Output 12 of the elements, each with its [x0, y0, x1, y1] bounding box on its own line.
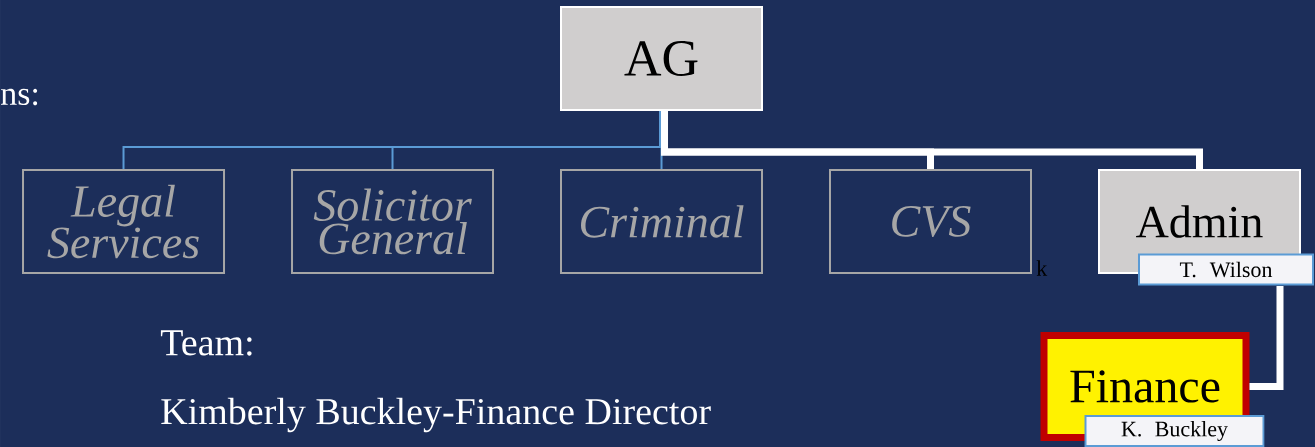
text-label: Kimberly Buckley-Finance Director — [161, 397, 711, 433]
unit-box: Criminal — [560, 169, 763, 274]
connector-line — [659, 110, 663, 170]
text-label: Team: — [160, 330, 252, 356]
name-tag: K. Buckley — [1084, 415, 1265, 447]
unit-box: Solicitor General — [291, 169, 494, 274]
text-label: k — [1036, 260, 1048, 276]
unit-box: CVS — [829, 169, 1032, 274]
unit-box: Legal Services — [22, 169, 225, 274]
unit-box: AG — [560, 6, 763, 111]
name-tag: T. Wilson — [1138, 253, 1314, 286]
text-label: ns: — [1, 88, 38, 106]
